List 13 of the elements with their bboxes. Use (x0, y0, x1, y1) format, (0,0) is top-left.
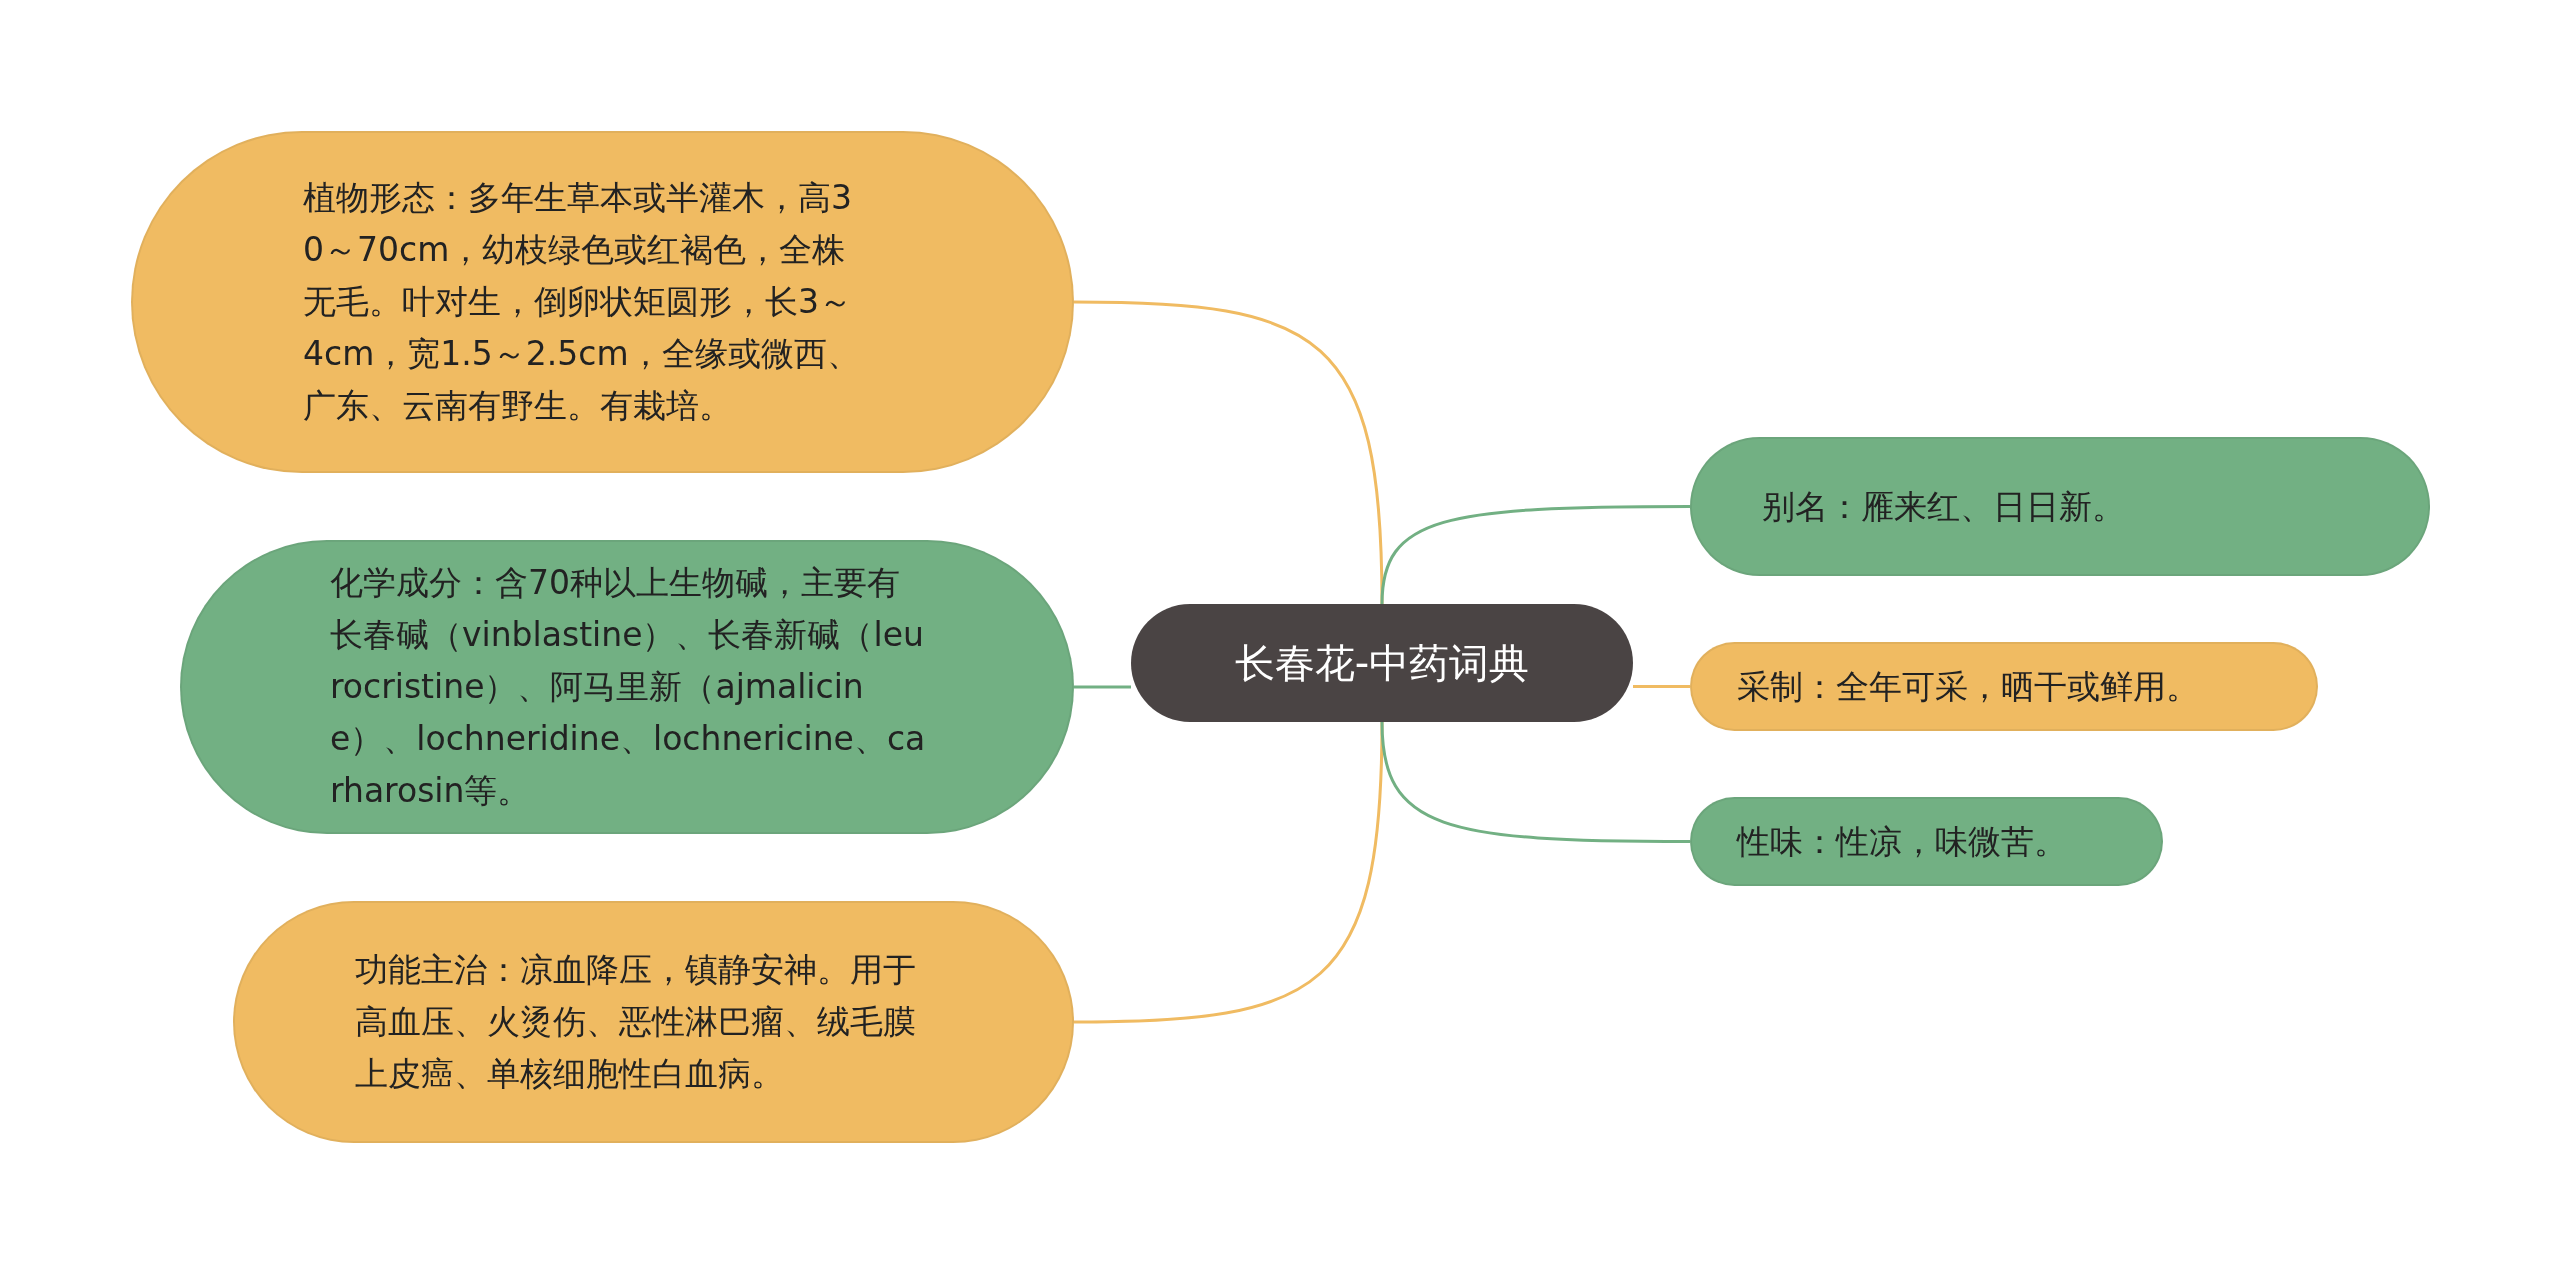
topic-text: 性味：性凉，味微苦。 (1737, 820, 2068, 863)
topic-text: 化学成分：含70种以上生物碱，主要有长春碱（vinblastine）、长春新碱（leurocristine）、阿马里新（ajmalicine）、lochneridine、lochnericine、carharosin等。 (330, 562, 927, 812)
topic-text: 别名：雁来红、日日新。 (1762, 485, 2126, 528)
connector-line (1380, 505, 1690, 605)
topic-text: 功能主治：凉血降压，镇静安神。用于高血压、火烫伤、恶性淋巴瘤、绒毛膜上皮癌、单核细胞性白血病。 (355, 949, 917, 1095)
connector-line (1074, 300, 1384, 605)
connector-line (1074, 685, 1131, 689)
topic-text: 植物形态：多年生草本或半灌木，高30～70cm，幼枝绿色或红褐色，全株无毛。叶对生，倒卵状矩圆形，长3～4cm，宽1.5～2.5cm，全缘或微西、广东、云南有野生。有栽培。 (303, 177, 861, 427)
topic-text: 采制：全年可采，晒干或鲜用。 (1737, 665, 2200, 708)
connector-line (1074, 721, 1384, 1024)
connector-line (1380, 721, 1690, 843)
topic-title: 长春花-中药词典 (1234, 639, 1530, 688)
connector-line (1633, 685, 1690, 688)
